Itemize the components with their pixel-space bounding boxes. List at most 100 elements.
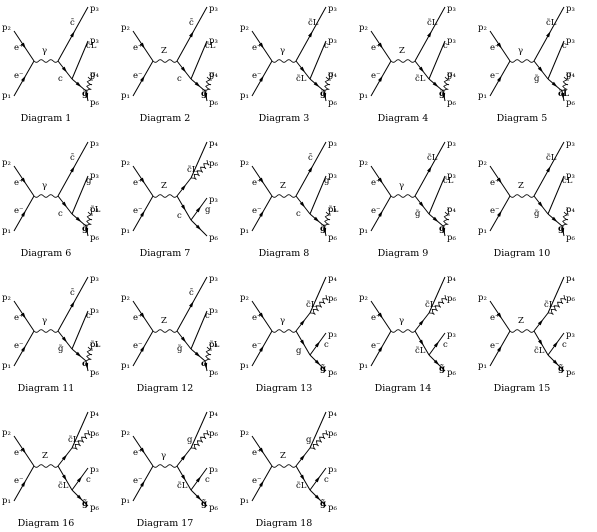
- arrow-head-icon: [496, 312, 502, 319]
- momentum-label-p3: p₃: [566, 330, 575, 340]
- momentum-label-p1: p₁: [121, 361, 130, 371]
- arrow-head-icon: [300, 474, 305, 481]
- boson-propagator: [509, 59, 535, 63]
- arrow-head-icon: [189, 31, 194, 38]
- momentum-label-p4: p₄: [447, 205, 456, 215]
- diagram-caption: Diagram 6: [21, 248, 72, 259]
- diagram-caption: Diagram 2: [140, 113, 191, 124]
- momentum-label-p2: p₂: [2, 428, 11, 438]
- arrow-head-icon: [433, 341, 439, 348]
- boson-label: Z: [399, 46, 405, 56]
- arrow-head-icon: [75, 351, 82, 358]
- particle-label: c: [443, 340, 448, 350]
- particle-label: c̃L: [308, 17, 319, 28]
- electron-label: e⁻: [371, 341, 381, 351]
- particle-label: c̃L: [415, 73, 426, 84]
- squark-line: [547, 40, 565, 80]
- momentum-label-p3: p₃: [328, 330, 337, 340]
- arrow-head-icon: [537, 201, 544, 208]
- momentum-label: p₃: [328, 36, 337, 46]
- arrow-head-icon: [180, 66, 187, 73]
- gluon-line: [85, 346, 93, 362]
- gluino-label: g̃: [439, 363, 445, 374]
- momentum-label: p₃: [209, 36, 218, 46]
- momentum-label-p3: p₃: [566, 4, 575, 14]
- arrow-head-icon: [497, 345, 502, 352]
- gluon-line: [309, 294, 329, 315]
- arrow-head-icon: [378, 75, 383, 82]
- arrow-head-icon: [189, 301, 194, 308]
- gluon-line: [190, 159, 210, 180]
- particle-label: g: [205, 205, 211, 215]
- particle-label: c: [58, 74, 63, 84]
- boson-label: Z: [280, 451, 286, 461]
- gluino-label: g̃: [558, 363, 564, 374]
- arrow-head-icon: [70, 166, 75, 173]
- boson-propagator: [390, 194, 416, 198]
- arrow-head-icon: [259, 75, 264, 82]
- momentum-label-p1: p₁: [359, 226, 368, 236]
- momentum-label: p₃: [90, 306, 99, 316]
- momentum-label-p3: p₃: [328, 4, 337, 14]
- electron-label: e⁻: [490, 71, 500, 81]
- momentum-label-p1: p₁: [240, 226, 249, 236]
- gluino-label: g̃: [201, 88, 207, 99]
- momentum-label-p4: p₄: [209, 70, 218, 80]
- particle-label: c: [324, 340, 329, 350]
- gluino-label: g̃: [201, 498, 207, 509]
- particle-label: c: [324, 41, 329, 51]
- particle-label: c̃L: [296, 480, 307, 491]
- gluon-label: g: [209, 70, 215, 80]
- arrow-head-icon: [377, 312, 383, 319]
- arrow-head-icon: [418, 319, 425, 326]
- momentum-label-p2: p₂: [240, 428, 249, 438]
- particle-label: g̃: [58, 343, 64, 354]
- arrow-head-icon: [195, 494, 202, 501]
- arrow-head-icon: [537, 319, 544, 326]
- positron-label: e⁺: [14, 178, 24, 188]
- gluon-label: c̃L: [90, 339, 101, 350]
- positron-label: e⁺: [490, 313, 500, 323]
- diagram-caption: Diagram 12: [137, 383, 194, 394]
- electron-label: e⁻: [14, 71, 24, 81]
- boson-label: γ: [161, 451, 166, 461]
- momentum-label-p1: p₁: [478, 361, 487, 371]
- arrow-head-icon: [20, 42, 26, 49]
- particle-label: c: [58, 209, 63, 219]
- electron-label: e⁻: [133, 341, 143, 351]
- positron-label: e⁺: [371, 178, 381, 188]
- particle-label: g: [324, 176, 330, 186]
- momentum-label: p₆: [209, 503, 218, 513]
- momentum-label-p4: p₄: [328, 70, 337, 80]
- momentum-label: p₆: [90, 503, 99, 513]
- momentum-label-p3: p₃: [90, 139, 99, 149]
- arrow-head-icon: [496, 42, 502, 49]
- boson-label: Z: [42, 451, 48, 461]
- arrow-head-icon: [378, 345, 383, 352]
- particle-label: g: [296, 346, 302, 356]
- gluino-label: g̃: [439, 88, 445, 99]
- gluon-line: [71, 429, 91, 450]
- arrow-head-icon: [181, 204, 186, 211]
- arrow-head-icon: [538, 339, 543, 346]
- momentum-label-p1: p₁: [240, 496, 249, 506]
- momentum-label-p1: p₁: [240, 361, 249, 371]
- diagram-caption: Diagram 16: [18, 518, 75, 528]
- momentum-label-p3: p₃: [90, 465, 99, 475]
- arrow-head-icon: [258, 312, 264, 319]
- arrow-head-icon: [560, 227, 565, 235]
- particle-label: c̄: [189, 288, 194, 298]
- boson-label: γ: [42, 316, 47, 326]
- gluino-label: g̃: [320, 223, 326, 234]
- momentum-label-p6: p₆: [328, 98, 337, 108]
- positron-label: e⁺: [133, 448, 143, 458]
- momentum-label-p2: p₂: [121, 428, 130, 438]
- momentum-label: p₆: [566, 368, 575, 378]
- momentum-label-p2: p₂: [2, 158, 11, 168]
- upper-outgoing-line: [309, 411, 327, 449]
- momentum-label-p1: p₁: [359, 91, 368, 101]
- particle-label: c: [562, 340, 567, 350]
